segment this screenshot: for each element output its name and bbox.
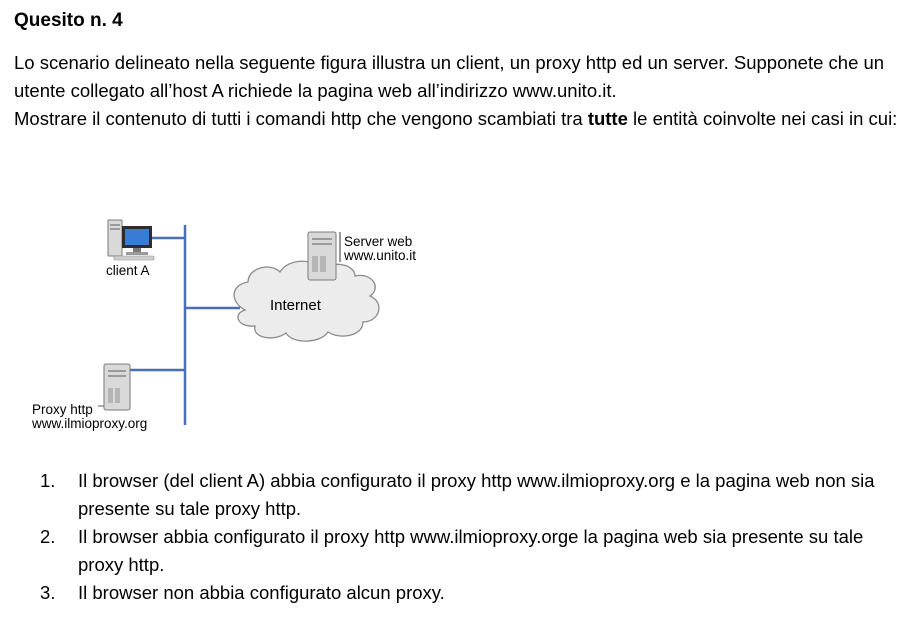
client-computer-icon xyxy=(107,219,155,261)
list-item-text: Il browser abbia configurato il proxy ht… xyxy=(78,526,864,575)
server-label-name: Server web xyxy=(344,234,413,249)
question-title: Quesito n. 4 xyxy=(14,10,123,31)
intro-paragraph-2: Mostrare il contenuto di tutti i comandi… xyxy=(14,105,909,133)
proxy-label-name: Proxy http xyxy=(32,402,93,417)
intro-paragraph-1: Lo scenario delineato nella seguente fig… xyxy=(14,52,885,101)
proxy-label-host: www.ilmioproxy.org xyxy=(32,416,148,431)
client-label: client A xyxy=(106,263,150,278)
list-item-number: 3. xyxy=(40,582,56,603)
proxy-server-icon xyxy=(103,363,131,411)
web-server-icon xyxy=(307,231,341,281)
list-item-text: Il browser non abbia configurato alcun p… xyxy=(78,582,445,603)
list-item: 3. Il browser non abbia configurato alcun… xyxy=(40,579,900,607)
list-item-text: Il browser (del client A) abbia configur… xyxy=(78,470,875,519)
list-item: 1. Il browser (del client A) abbia config… xyxy=(40,467,900,523)
list-item: 2. Il browser abbia configurato il proxy … xyxy=(40,523,900,579)
list-item-number: 1. xyxy=(40,470,56,491)
internet-label: Internet xyxy=(270,297,321,314)
cases-list: 1. Il browser (del client A) abbia config… xyxy=(40,467,900,607)
question-text: Lo scenario delineato nella seguente fig… xyxy=(14,49,909,133)
network-diagram: client A Server web www.unito.it Interne… xyxy=(30,210,416,440)
list-item-number: 2. xyxy=(40,526,56,547)
intro-text-after: le entità coinvolte nei casi in cui: xyxy=(627,108,898,129)
server-label-host: www.unito.it xyxy=(344,248,417,263)
intro-text-before: Mostrare il contenuto di tutti i comandi… xyxy=(14,108,588,129)
network-diagram-drawing xyxy=(98,219,380,425)
intro-bold-word: tutte xyxy=(587,108,628,129)
internet-cloud-icon xyxy=(233,260,380,342)
